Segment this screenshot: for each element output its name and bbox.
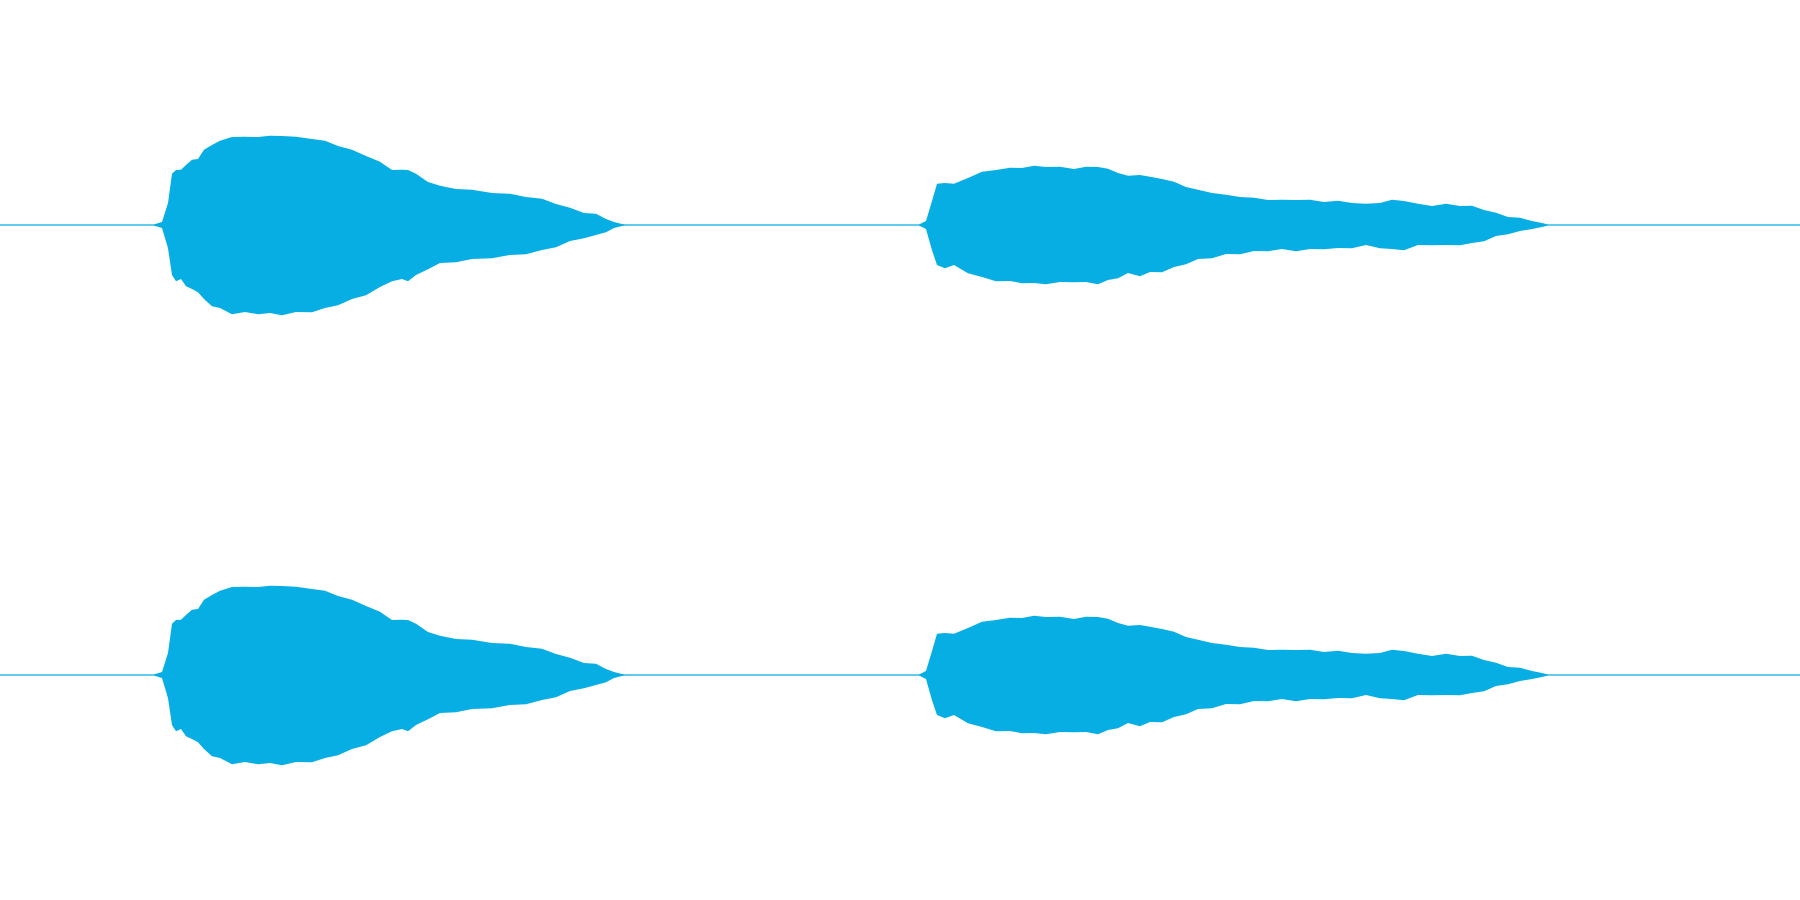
audio-clip-1 [152, 135, 628, 316]
audio-clip-2 [918, 615, 1550, 735]
audio-clip-2 [918, 165, 1550, 285]
audio-clip-1 [152, 585, 628, 766]
channel-right-waveform [0, 450, 1800, 900]
channel-left-waveform [0, 135, 1800, 316]
waveform-svg-right [0, 585, 1800, 766]
waveform-svg-left [0, 135, 1800, 316]
